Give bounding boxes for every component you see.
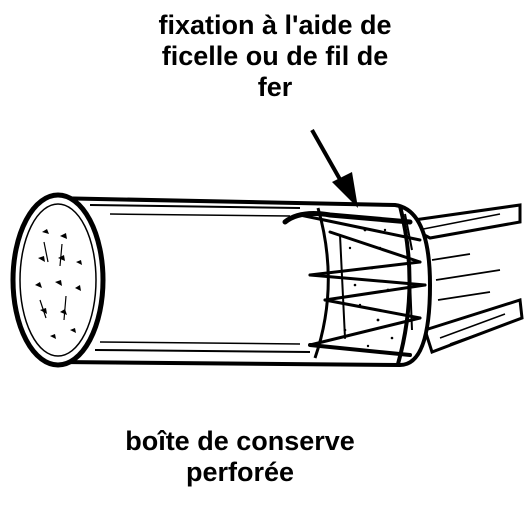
binding-label-line-2: ficelle ou de fil de — [161, 41, 389, 71]
binding-wire — [282, 211, 427, 357]
can-label-line-1: boîte de conserve — [125, 426, 355, 456]
binding-label-line-3: fer — [257, 72, 293, 102]
binding-label: fixation à l'aide de ficelle ou de fil d… — [110, 10, 440, 103]
pointer-arrow — [310, 129, 358, 208]
binding-label-line-1: fixation à l'aide de — [158, 10, 392, 40]
can-lid — [10, 192, 106, 368]
perforation-holes — [35, 229, 82, 339]
can-label: boîte de conserve perforée — [80, 426, 400, 488]
can-label-line-2: perforée — [185, 457, 295, 487]
wooden-pole — [395, 203, 524, 354]
